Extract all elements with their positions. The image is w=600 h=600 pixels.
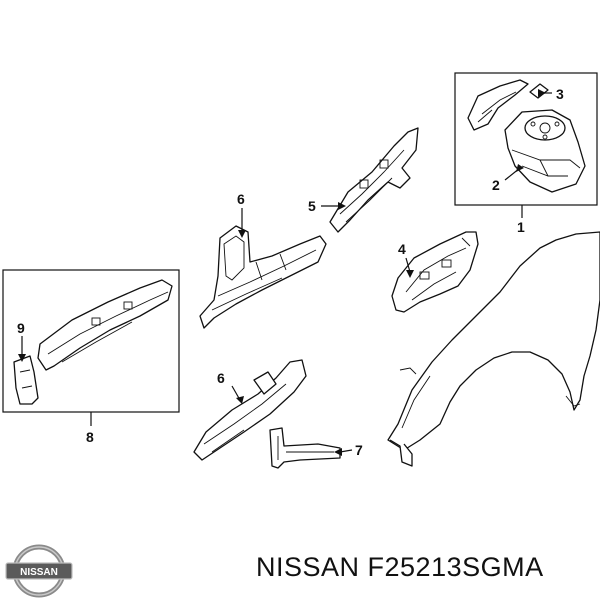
callout-4: 4 bbox=[398, 241, 406, 257]
part-6-upper-apron bbox=[199, 225, 327, 329]
callout-8: 8 bbox=[86, 429, 94, 445]
part-number-caption: NISSAN F25213SGMA bbox=[256, 552, 544, 582]
callout-5: 5 bbox=[308, 198, 316, 214]
part-1-fender bbox=[387, 231, 600, 467]
nissan-logo: NISSAN bbox=[5, 544, 73, 598]
part-9-rail bbox=[37, 279, 173, 371]
arrow-6a bbox=[238, 230, 246, 238]
part-5-upper-member bbox=[329, 127, 419, 233]
arrow-4 bbox=[406, 270, 414, 278]
callout-1: 1 bbox=[517, 219, 525, 235]
part-3-bracket bbox=[467, 79, 529, 131]
part-4-side-bracket bbox=[391, 231, 479, 313]
arrow-7 bbox=[334, 448, 342, 456]
part-9-small-bracket bbox=[13, 355, 39, 405]
arrow-6b bbox=[236, 396, 244, 404]
arrow-3 bbox=[538, 89, 546, 97]
group-box-1 bbox=[454, 72, 598, 206]
callout-7: 7 bbox=[355, 442, 363, 458]
part-2-strut-housing bbox=[504, 83, 586, 193]
callout-9: 9 bbox=[17, 320, 25, 336]
arrow-9 bbox=[18, 354, 26, 362]
part-7-l-bracket bbox=[269, 427, 341, 469]
callout-6-lower: 6 bbox=[217, 370, 225, 386]
part-6-lower-member bbox=[193, 359, 307, 461]
callout-2: 2 bbox=[492, 177, 500, 193]
arrow-2 bbox=[516, 164, 524, 172]
leader-4 bbox=[405, 257, 411, 273]
callout-6-upper: 6 bbox=[237, 191, 245, 207]
arrow-5 bbox=[338, 202, 346, 210]
callout-3: 3 bbox=[556, 86, 564, 102]
logo-text: NISSAN bbox=[20, 567, 58, 578]
